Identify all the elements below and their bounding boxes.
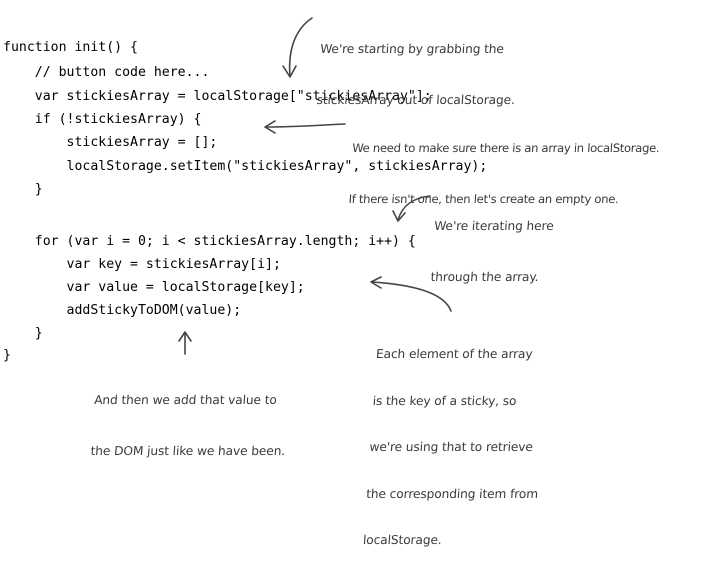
code-line-3: var stickiesArray = localStorage["sticki…	[3, 89, 432, 104]
annotation-iterate-line-1: We're iterating here	[433, 219, 555, 233]
code-line-4: if (!stickiesArray) {	[3, 112, 202, 127]
code-line-6: localStorage.setItem("stickiesArray", st…	[3, 159, 488, 174]
annotation-check-line-1: We need to make sure there is an array i…	[351, 141, 660, 155]
arrow-grab	[288, 17, 313, 77]
code-line-9: var key = stickiesArray[i];	[3, 257, 281, 272]
annotation-iterate-line-2: through the array.	[430, 270, 540, 284]
code-line-12: }	[3, 326, 43, 341]
annotation-element-line-2: is the key of a sticky, so	[372, 393, 517, 408]
code-line-7: }	[3, 182, 43, 197]
annotation-iterate: We're iterating here through the array.	[429, 184, 557, 303]
arrow-element-head	[370, 276, 382, 289]
code-line-10: var value = localStorage[key];	[3, 280, 305, 295]
code-line-5: stickiesArray = [];	[3, 135, 218, 150]
annotation-add: And then we add that value to the DOM ju…	[89, 358, 292, 477]
annotation-element-line-4: the corresponding item from	[365, 486, 539, 501]
annotation-element: Each element of the array is the key of …	[361, 316, 550, 564]
code-line-11: addStickyToDOM(value);	[3, 303, 242, 318]
annotation-element-line-1: Each element of the array	[375, 347, 534, 361]
annotation-element-line-5: localStorage.	[362, 533, 443, 547]
arrow-add-head	[178, 331, 192, 342]
annotation-grab-line-1: We're starting by grabbing the	[319, 42, 505, 56]
annotation-element-line-3: we're using that to retrieve	[369, 440, 534, 454]
annotation-add-line-2: the DOM just like we have been.	[90, 444, 286, 458]
code-line-13: }	[3, 348, 11, 363]
arrow-grab-head	[282, 65, 297, 78]
annotation-add-line-1: And then we add that value to	[93, 393, 278, 407]
arrow-check-head	[264, 120, 276, 134]
code-line-1: function init() {	[3, 40, 138, 55]
code-line-2: // button code here...	[3, 65, 210, 80]
code-line-8: for (var i = 0; i < stickiesArray.length…	[3, 234, 416, 249]
